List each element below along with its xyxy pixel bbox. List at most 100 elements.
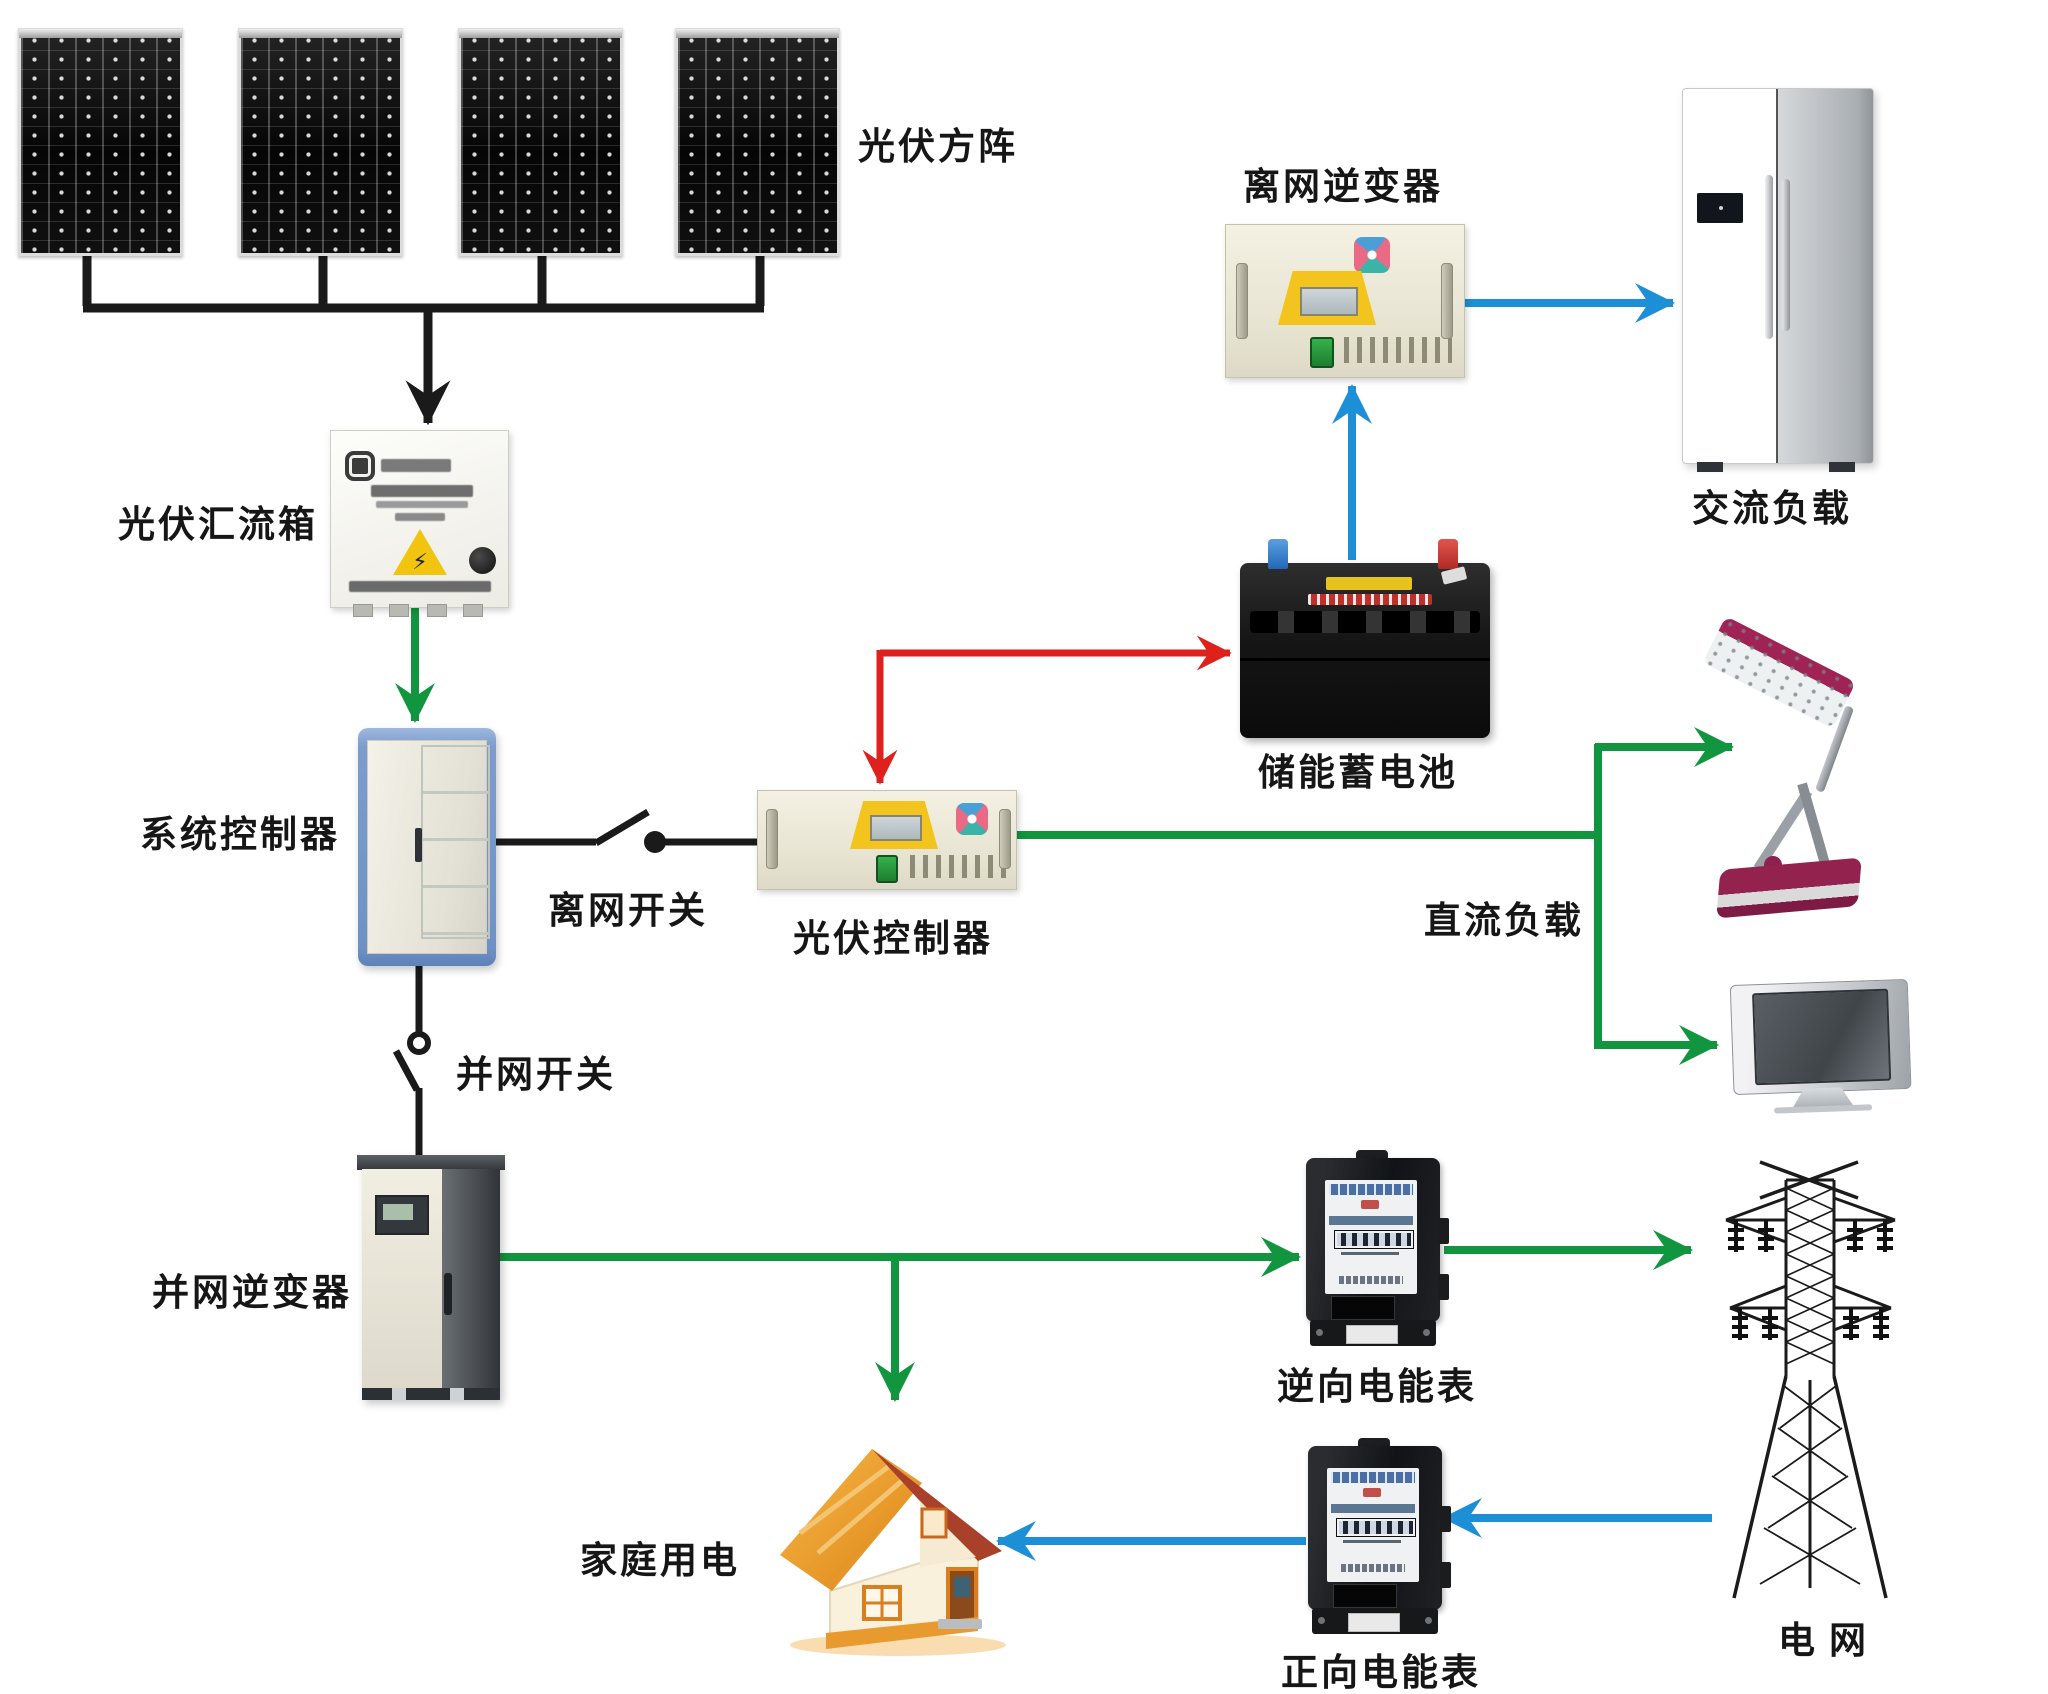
label-dc-load: 直流负载 [1424, 900, 1584, 941]
label-system-controller: 系统控制器 [140, 814, 340, 855]
battery-terminal-negative [1268, 539, 1288, 569]
meter-divider [1343, 1540, 1401, 1543]
screw [1316, 1329, 1323, 1336]
rack-handle [766, 809, 778, 869]
fridge-display-led [1719, 206, 1723, 210]
meter-divider [1341, 1252, 1399, 1255]
house [780, 1449, 1006, 1656]
label-grid-inverter: 并网逆变器 [152, 1272, 352, 1313]
screw [1318, 1617, 1325, 1624]
panel-frame [19, 29, 182, 38]
tv-foot [1774, 1104, 1873, 1114]
inverter-door-handle [444, 1273, 452, 1315]
meter-ir-window [1331, 1296, 1395, 1320]
inverter-lcd [375, 1195, 429, 1235]
solar-panel-3 [458, 28, 623, 256]
combiner-gland [389, 604, 409, 617]
solar-panel-1 [18, 28, 183, 256]
battery-ridges [1250, 611, 1480, 633]
meter-flange [1438, 1218, 1449, 1244]
label-grid: 电网 [1778, 1620, 1880, 1661]
rack-handle [1441, 263, 1453, 339]
rack-handle [999, 809, 1011, 869]
combiner-brand-text [381, 459, 451, 472]
fridge-handle-left [1764, 175, 1773, 339]
controller-window [421, 744, 491, 940]
label-combiner-box: 光伏汇流箱 [118, 504, 318, 545]
screw [1423, 1329, 1430, 1336]
combiner-logo-icon [345, 451, 375, 481]
label-home: 家庭用电 [580, 1540, 740, 1581]
combiner-title-text [371, 485, 473, 497]
reverse-energy-meter [1306, 1150, 1449, 1348]
solar-panel-2 [238, 28, 403, 256]
meter-terminal-cover [1310, 1320, 1436, 1346]
label-offgrid-switch: 离网开关 [548, 890, 708, 931]
combiner-model-text [395, 513, 445, 521]
label-battery: 储能蓄电池 [1258, 752, 1458, 793]
fridge-handle-right [1781, 179, 1790, 331]
brand-logo-icon [956, 803, 988, 835]
wire-pv-array-bus [82, 252, 765, 426]
inverter-base [362, 1388, 500, 1400]
desk-lamp [1702, 608, 1882, 919]
brand-logo-icon [1354, 237, 1390, 273]
meter-faceplate [1325, 1180, 1417, 1294]
meter-info-strip [1329, 1216, 1413, 1225]
inverter-lcd-screen [383, 1204, 413, 1220]
wire-grid-switch [392, 966, 431, 1157]
transmission-tower [1725, 1160, 1896, 1599]
meter-flange [1440, 1506, 1451, 1532]
storage-battery [1240, 539, 1490, 738]
meter-terminal-label [1348, 1613, 1400, 1632]
label-pv-controller: 光伏控制器 [793, 918, 993, 959]
combiner-subtitle-text [376, 501, 468, 508]
battery-terminal-positive [1438, 539, 1458, 569]
battery-sticker [1440, 566, 1468, 585]
pv-controller [757, 790, 1017, 890]
offgrid-inverter [1225, 224, 1465, 378]
meter-brand-mark [1361, 1200, 1379, 1209]
meter-brand-mark [1363, 1488, 1381, 1497]
meter-digit-window [1334, 1230, 1414, 1249]
combiner-gland [427, 604, 447, 617]
inverter-top-cap [357, 1155, 505, 1170]
tv-screen [1752, 988, 1892, 1086]
meter-terminal-label [1346, 1325, 1398, 1344]
meter-body [1306, 1158, 1449, 1322]
combiner-knob [469, 547, 496, 574]
battery-seam [1240, 658, 1490, 661]
screw [1425, 1617, 1432, 1624]
warning-triangle-icon: ⚡ [393, 529, 447, 575]
meter-body [1308, 1446, 1451, 1610]
meter-spec-text [1337, 1276, 1403, 1284]
label-ac-load: 交流负载 [1692, 488, 1852, 529]
television [1729, 978, 1912, 1117]
wire-controller-battery-red [862, 635, 1232, 785]
fridge-foot [1829, 462, 1855, 472]
battery-label-red [1308, 594, 1432, 605]
rack-handle [1236, 263, 1248, 339]
meter-ir-window [1333, 1584, 1397, 1608]
meter-flange [1440, 1562, 1451, 1588]
lamp-head [1702, 616, 1857, 729]
meter-faceplate [1327, 1468, 1419, 1582]
refrigerator [1682, 88, 1874, 472]
meter-info-strip [1331, 1504, 1415, 1513]
vent-slots [910, 855, 1006, 878]
power-button [1310, 337, 1334, 368]
label-grid-switch: 并网开关 [456, 1054, 616, 1095]
grid-tie-inverter [357, 1155, 505, 1400]
label-forward-meter: 正向电能表 [1281, 1652, 1481, 1693]
controller-lcd [870, 815, 922, 841]
label-reverse-meter: 逆向电能表 [1277, 1366, 1477, 1407]
panel-frame [459, 29, 622, 38]
meter-terminal-cover [1312, 1608, 1438, 1634]
panel-frame [676, 29, 839, 38]
power-button [876, 855, 898, 883]
label-offgrid-inverter: 离网逆变器 [1243, 166, 1443, 207]
meter-spec-text [1339, 1564, 1405, 1572]
lamp-base [1716, 857, 1862, 919]
combiner-gland [463, 604, 483, 617]
